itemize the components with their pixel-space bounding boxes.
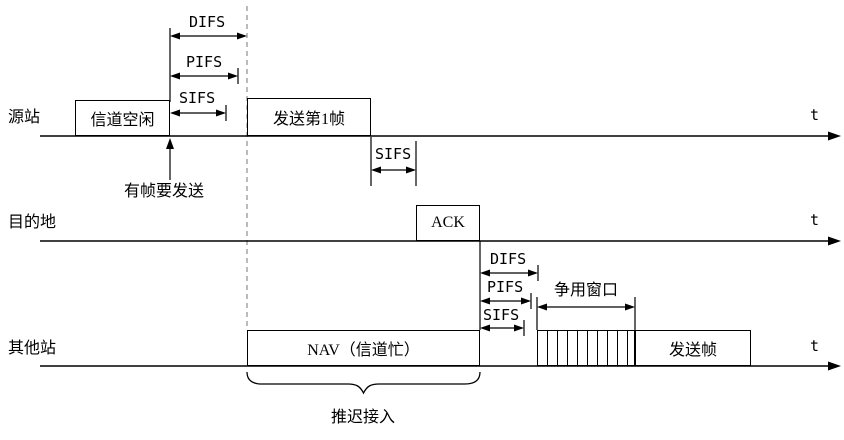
pifs-label-top: PIFS xyxy=(186,53,223,71)
sifs-label-after-ack: SIFS xyxy=(483,306,520,324)
timeline-destination xyxy=(40,236,841,246)
nav-channel-busy-box: NAV（信道忙） xyxy=(247,330,480,366)
difs-arrow-top xyxy=(170,32,247,40)
send-first-frame-box: 发送第1帧 xyxy=(247,98,371,136)
contention-window-hatched-box xyxy=(537,330,635,366)
pifs-label-after-ack: PIFS xyxy=(487,278,524,296)
timeline-others xyxy=(40,361,841,371)
station-label-others: 其他站 xyxy=(8,340,57,357)
difs-label-top: DIFS xyxy=(189,13,226,31)
send-frame-box: 发送帧 xyxy=(635,330,751,366)
sifs-arrow-after-frame1 xyxy=(370,137,417,186)
time-axis-label-destination: t xyxy=(810,211,820,229)
pifs-arrow-after-ack xyxy=(480,293,532,309)
sifs-label-top: SIFS xyxy=(179,89,216,107)
defer-access-brace xyxy=(246,371,481,395)
sifs-arrow-top xyxy=(170,105,227,121)
station-label-source: 源站 xyxy=(8,109,41,126)
timeline-source-arrowhead xyxy=(828,131,841,141)
channel-idle-box: 信道空闲 xyxy=(75,100,170,136)
timeline-destination-arrowhead xyxy=(828,236,841,246)
frame-ready-up-arrow xyxy=(166,138,174,180)
contention-window-arrow xyxy=(536,297,636,330)
frame-ready-annotation: 有帧要发送 xyxy=(124,183,205,200)
defer-access-annotation: 推迟接入 xyxy=(331,409,396,426)
difs-arrow-after-ack xyxy=(480,265,539,281)
station-label-destination: 目的地 xyxy=(8,214,57,231)
timeline-others-arrowhead xyxy=(828,361,841,371)
sifs-label-after-frame1: SIFS xyxy=(375,145,412,163)
time-axis-label-others: t xyxy=(810,337,820,355)
difs-label-after-ack: DIFS xyxy=(490,250,527,268)
sifs-arrow-after-ack xyxy=(480,320,525,336)
timeline-source xyxy=(40,131,841,141)
ack-box: ACK xyxy=(416,205,480,241)
pifs-arrow-top xyxy=(170,68,239,84)
time-axis-label-source: t xyxy=(810,106,820,124)
contention-window-label: 争用窗口 xyxy=(554,282,619,299)
